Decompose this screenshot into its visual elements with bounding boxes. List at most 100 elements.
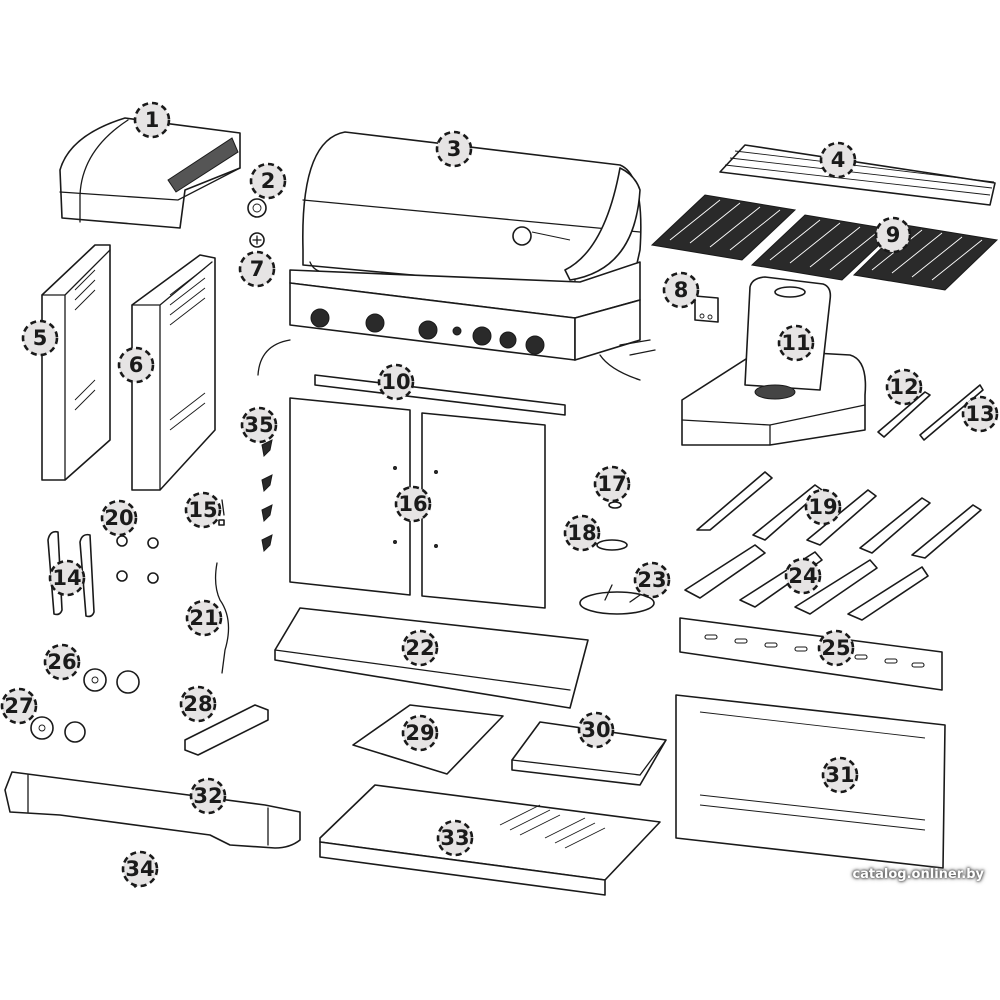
svg-text:5: 5: [33, 326, 48, 350]
callout-18: 18: [563, 514, 601, 552]
callout-27: 27: [0, 687, 38, 725]
side-shelf-cover: [59, 117, 241, 229]
left-side-panel: [41, 244, 111, 481]
callout-20: 20: [100, 499, 138, 537]
right-side-panel: [131, 254, 216, 491]
bottom-shelf: [319, 784, 661, 896]
svg-text:21: 21: [189, 606, 218, 630]
gas-hose: [214, 562, 230, 674]
svg-text:31: 31: [825, 763, 854, 787]
svg-text:24: 24: [788, 564, 817, 588]
svg-text:7: 7: [250, 257, 265, 281]
svg-text:30: 30: [581, 718, 610, 742]
callout-30: 30: [577, 711, 615, 749]
callout-15: 15: [184, 491, 222, 529]
svg-text:14: 14: [52, 566, 81, 590]
side-burner-grate: [579, 584, 655, 615]
callout-34: 34: [121, 850, 159, 888]
vent-slots: [704, 634, 925, 668]
callout-9: 9: [874, 216, 912, 254]
front-base-rail: [4, 771, 301, 849]
svg-text:10: 10: [381, 370, 410, 394]
callout-16: 16: [394, 485, 432, 523]
svg-text:20: 20: [104, 506, 133, 530]
tank-bracket: [184, 704, 269, 756]
locking-casters: [83, 668, 140, 694]
burner-ring: [596, 539, 628, 551]
callout-26: 26: [43, 643, 81, 681]
svg-text:23: 23: [637, 568, 666, 592]
cabinet-doors: [289, 397, 546, 609]
callout-11: 11: [777, 324, 815, 362]
side-rail-left: [877, 391, 931, 438]
callout-4: 4: [819, 141, 857, 179]
svg-text:2: 2: [261, 169, 276, 193]
svg-text:27: 27: [4, 694, 33, 718]
warming-rack: [719, 144, 996, 206]
ignition-bracket: [694, 295, 719, 323]
burner-cap: [608, 501, 622, 509]
swivel-casters: [30, 716, 86, 743]
grill-hood: [257, 131, 656, 381]
callout-23: 23: [633, 561, 671, 599]
door-hinges: [261, 439, 273, 553]
thermometer-bezel: [247, 198, 267, 218]
svg-text:17: 17: [597, 472, 626, 496]
callout-14: 14: [48, 559, 86, 597]
callout-1: 1: [133, 101, 171, 139]
callout-25: 25: [817, 629, 855, 667]
svg-text:35: 35: [244, 413, 273, 437]
svg-text:28: 28: [183, 692, 212, 716]
callout-19: 19: [804, 488, 842, 526]
callout-21: 21: [185, 599, 223, 637]
svg-text:11: 11: [781, 331, 810, 355]
svg-text:32: 32: [193, 784, 222, 808]
callout-28: 28: [179, 685, 217, 723]
rear-vent-panel: [679, 617, 943, 691]
callout-32: 32: [189, 777, 227, 815]
callout-33: 33: [436, 819, 474, 857]
svg-text:8: 8: [674, 278, 689, 302]
callout-2: 2: [249, 162, 287, 200]
cooking-grates: [650, 194, 999, 291]
svg-text:26: 26: [47, 650, 76, 674]
svg-text:25: 25: [821, 636, 850, 660]
side-rail-right: [919, 384, 984, 441]
svg-text:22: 22: [405, 636, 434, 660]
control-knob: [249, 232, 265, 248]
callout-17: 17: [593, 465, 631, 503]
callout-10: 10: [377, 363, 415, 401]
back-panel: [675, 694, 946, 869]
door-frame-rail: [314, 374, 566, 416]
callout-29: 29: [401, 714, 439, 752]
svg-text:9: 9: [886, 223, 901, 247]
callout-24: 24: [784, 557, 822, 595]
watermark: catalog.onliner.by: [852, 867, 984, 882]
svg-text:19: 19: [808, 495, 837, 519]
svg-text:34: 34: [125, 857, 154, 881]
magnet-catch: [218, 499, 225, 526]
svg-text:4: 4: [831, 148, 846, 172]
svg-text:1: 1: [145, 108, 160, 132]
callout-3: 3: [435, 130, 473, 168]
svg-text:18: 18: [567, 521, 596, 545]
svg-text:3: 3: [447, 137, 462, 161]
callout-5: 5: [21, 319, 59, 357]
callout-12: 12: [885, 368, 923, 406]
callout-35: 35: [240, 406, 278, 444]
svg-text:33: 33: [440, 826, 469, 850]
svg-text:29: 29: [405, 721, 434, 745]
callout-8: 8: [662, 271, 700, 309]
svg-text:15: 15: [188, 498, 217, 522]
svg-text:16: 16: [398, 492, 427, 516]
callout-13: 13: [961, 395, 999, 433]
callout-31: 31: [821, 756, 859, 794]
callout-22: 22: [401, 629, 439, 667]
heat-shields: [696, 471, 982, 559]
svg-text:12: 12: [889, 375, 918, 399]
handle-bolts: [116, 535, 159, 584]
callout-7: 7: [238, 250, 276, 288]
svg-text:6: 6: [129, 353, 144, 377]
burner-knobs: [310, 308, 545, 355]
